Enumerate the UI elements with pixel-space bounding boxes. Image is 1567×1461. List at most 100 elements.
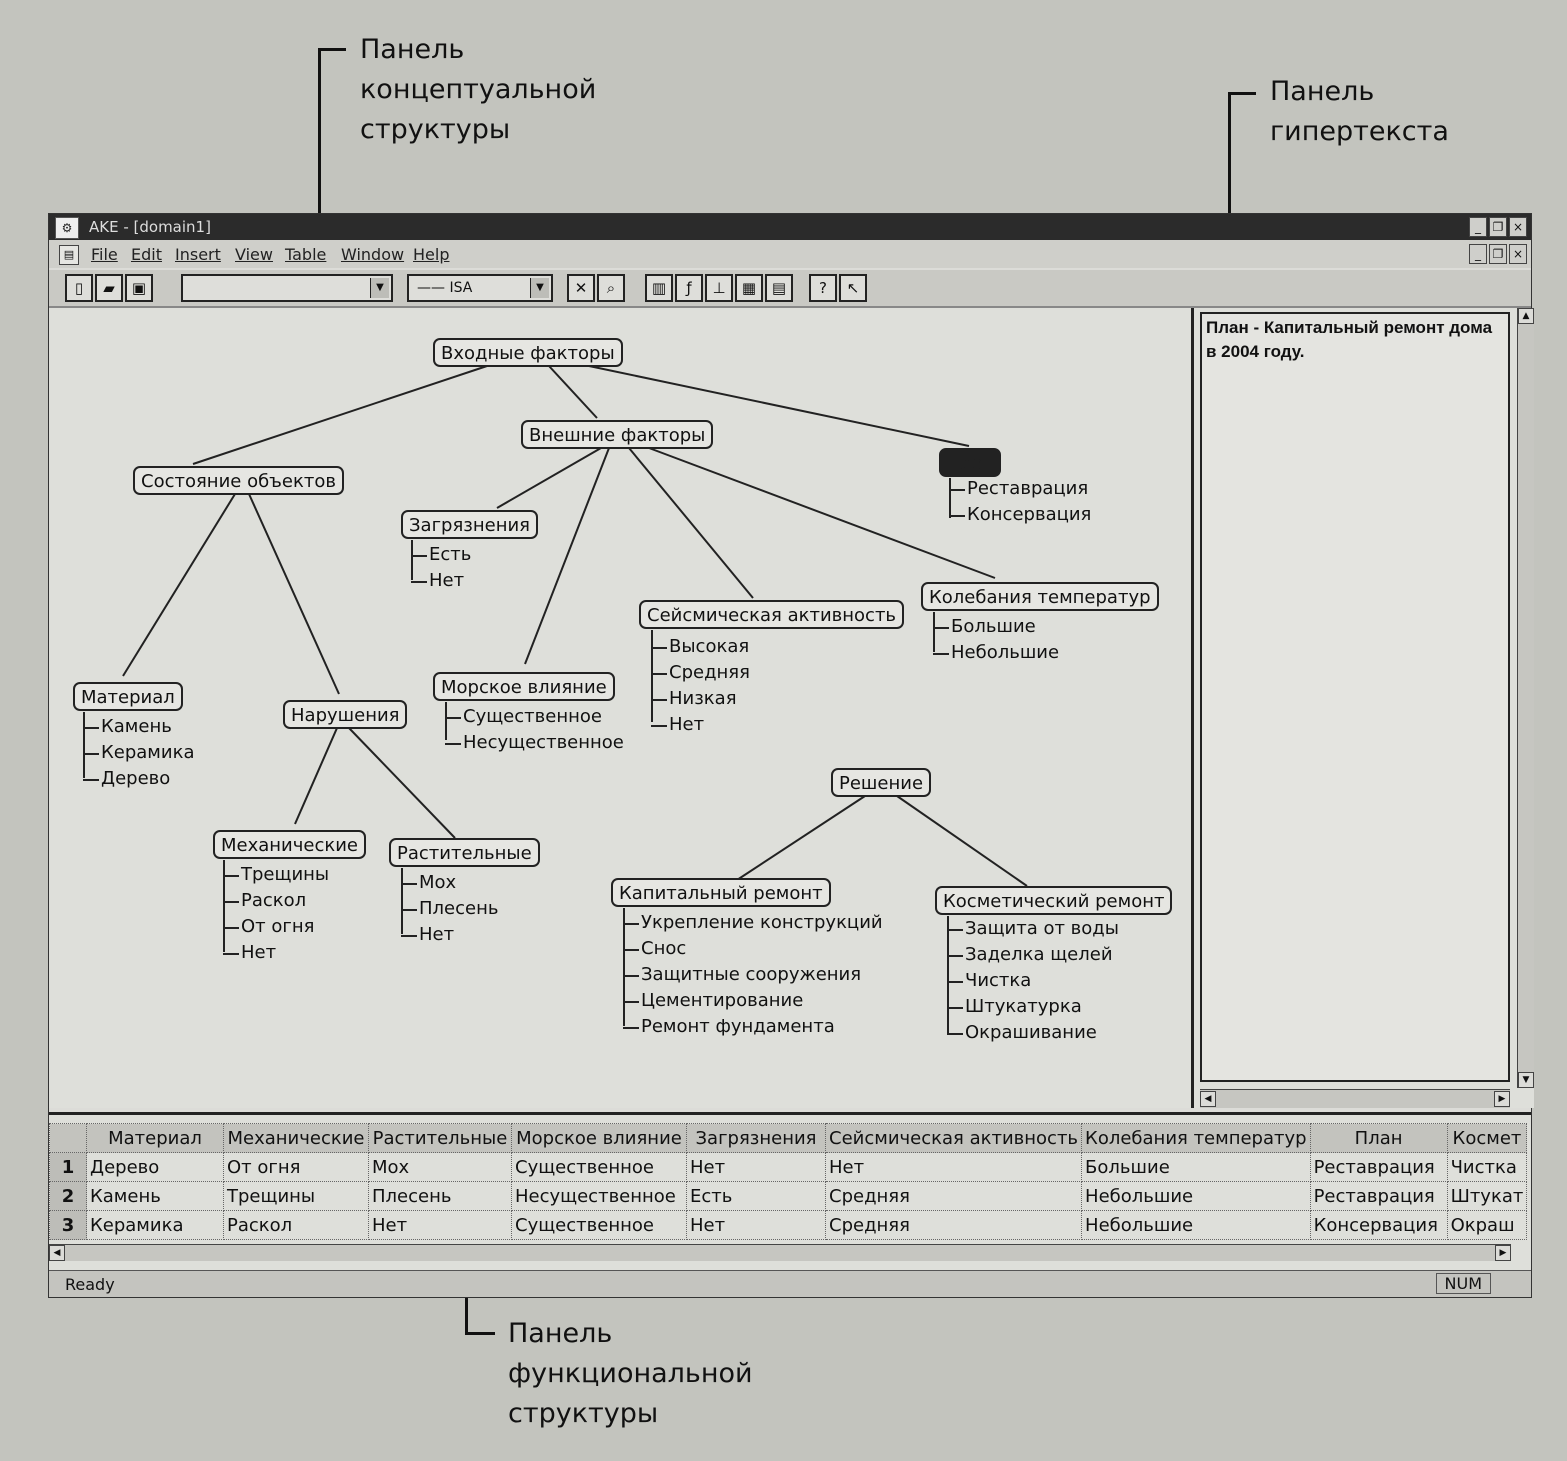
value-marine-significant[interactable]: Существенное	[445, 704, 602, 730]
table-cell[interactable]: Консервация	[1309, 1210, 1448, 1240]
value-material-stone[interactable]: Камень	[83, 714, 172, 740]
open-folder-icon[interactable]: ▰	[95, 274, 123, 302]
table-cell[interactable]: Камень	[86, 1181, 224, 1211]
scroll-left-icon[interactable]: ◀	[49, 1245, 65, 1261]
concept-node-seismic[interactable]: Сейсмическая активность	[639, 600, 905, 629]
value-capital-demolish[interactable]: Снос	[623, 936, 686, 962]
menu-edit[interactable]: Edit	[131, 245, 162, 264]
node-combo[interactable]: ▼	[181, 274, 393, 302]
table-cell[interactable]: Существенное	[511, 1152, 687, 1182]
value-pollution-yes[interactable]: Есть	[411, 542, 471, 568]
book-icon[interactable]: ▥	[645, 274, 673, 302]
table-cell[interactable]: Средняя	[824, 1181, 1083, 1211]
menu-window[interactable]: Window	[341, 245, 405, 264]
relation-combo[interactable]: —— ISA ▼	[407, 274, 553, 302]
close-icon[interactable]: ×	[1509, 217, 1527, 237]
column-header[interactable]: Сейсмическая активность	[824, 1123, 1083, 1153]
table-row[interactable]: 2 Камень Трещины Плесень Несущественное …	[49, 1181, 1528, 1211]
table-cell[interactable]: Окраш	[1446, 1210, 1528, 1240]
scroll-down-icon[interactable]: ▼	[1518, 1072, 1534, 1088]
table-cell[interactable]: Нет	[686, 1152, 826, 1182]
scroll-right-icon[interactable]: ▶	[1495, 1245, 1511, 1261]
new-file-icon[interactable]: ▯	[65, 274, 93, 302]
table-cell[interactable]: Небольшие	[1081, 1181, 1311, 1211]
concept-node-capital-repair[interactable]: Капитальный ремонт	[611, 878, 831, 907]
table-cell[interactable]: Трещины	[223, 1181, 369, 1211]
concept-node-pollution[interactable]: Загрязнения	[401, 510, 538, 539]
value-cosmetic-plaster[interactable]: Штукатурка	[947, 994, 1082, 1020]
concept-node-decision[interactable]: Решение	[831, 768, 932, 797]
value-plant-moss[interactable]: Мох	[401, 870, 456, 896]
doc-restore-icon[interactable]: ❐	[1489, 244, 1507, 264]
menu-table[interactable]: Table	[285, 245, 327, 264]
value-capital-reinforce[interactable]: Укрепление конструкций	[623, 910, 883, 936]
find-icon[interactable]: ⌕	[597, 274, 625, 302]
column-header[interactable]: Растительные	[368, 1123, 512, 1153]
table-icon[interactable]: ▤	[765, 274, 793, 302]
cut-icon[interactable]: ✕	[567, 274, 595, 302]
value-mechanical-split[interactable]: Раскол	[223, 888, 306, 914]
table-cell[interactable]: Реставрация	[1309, 1152, 1448, 1182]
concept-node-cosmetic-repair[interactable]: Косметический ремонт	[935, 886, 1173, 915]
column-header[interactable]: Механические	[223, 1123, 369, 1153]
minimize-icon[interactable]: _	[1469, 217, 1487, 237]
doc-minimize-icon[interactable]: _	[1469, 244, 1487, 264]
column-header[interactable]: Морское влияние	[511, 1123, 687, 1153]
table-cell[interactable]: Несущественное	[511, 1181, 687, 1211]
table-cell[interactable]: Мох	[368, 1152, 512, 1182]
save-icon[interactable]: ▣	[125, 274, 153, 302]
value-material-wood[interactable]: Дерево	[83, 766, 170, 792]
column-header[interactable]: Материал	[86, 1123, 224, 1153]
concept-node-plant[interactable]: Растительные	[389, 838, 540, 867]
table-cell[interactable]: Нет	[368, 1210, 512, 1240]
table-horizontal-scrollbar[interactable]: ◀ ▶	[49, 1244, 1511, 1261]
scroll-left-icon[interactable]: ◀	[1200, 1091, 1216, 1107]
value-capital-foundation[interactable]: Ремонт фундамента	[623, 1014, 835, 1040]
table-row[interactable]: 3 Керамика Раскол Нет Существенное Нет С…	[49, 1210, 1528, 1240]
value-plan-restoration[interactable]: Реставрация	[949, 476, 1088, 502]
value-temperature-small[interactable]: Небольшие	[933, 640, 1059, 666]
concept-node-input-factors[interactable]: Входные факторы	[433, 338, 623, 367]
row-number[interactable]: 1	[49, 1152, 87, 1182]
hypertext-content[interactable]: План - Капитальный ремонт дома в 2004 го…	[1200, 312, 1510, 1082]
column-header[interactable]: Колебания температур	[1081, 1123, 1311, 1153]
table-cell[interactable]: Есть	[686, 1181, 826, 1211]
table-cell[interactable]: Плесень	[368, 1181, 512, 1211]
value-plan-conservation[interactable]: Консервация	[949, 502, 1091, 528]
chevron-down-icon[interactable]: ▼	[530, 278, 549, 298]
table-cell[interactable]: Большие	[1081, 1152, 1311, 1182]
concept-node-object-state[interactable]: Состояние объектов	[133, 466, 344, 495]
row-number[interactable]: 3	[49, 1210, 87, 1240]
value-seismic-low[interactable]: Низкая	[651, 686, 737, 712]
value-capital-protective[interactable]: Защитные сооружения	[623, 962, 861, 988]
table-cell[interactable]: От огня	[223, 1152, 369, 1182]
table-cell[interactable]: Дерево	[86, 1152, 224, 1182]
value-plant-none[interactable]: Нет	[401, 922, 454, 948]
document-icon[interactable]: ▤	[59, 245, 79, 265]
row-number[interactable]: 2	[49, 1181, 87, 1211]
value-mechanical-fire[interactable]: От огня	[223, 914, 314, 940]
value-pollution-no[interactable]: Нет	[411, 568, 464, 594]
help-question-icon[interactable]: ?	[809, 274, 837, 302]
concept-node-material[interactable]: Материал	[73, 682, 183, 711]
help-pointer-icon[interactable]: ↖	[839, 274, 867, 302]
value-cosmetic-painting[interactable]: Окрашивание	[947, 1020, 1097, 1046]
table-cell[interactable]: Средняя	[824, 1210, 1083, 1240]
value-mechanical-none[interactable]: Нет	[223, 940, 276, 966]
menu-insert[interactable]: Insert	[175, 245, 221, 264]
doc-close-icon[interactable]: ×	[1509, 244, 1527, 264]
value-mechanical-cracks[interactable]: Трещины	[223, 862, 329, 888]
value-capital-cementing[interactable]: Цементирование	[623, 988, 803, 1014]
column-header[interactable]: Космет	[1446, 1123, 1528, 1153]
table-cell[interactable]: Нет	[686, 1210, 826, 1240]
value-marine-insignificant[interactable]: Несущественное	[445, 730, 624, 756]
table-cell[interactable]: Нет	[824, 1152, 1083, 1182]
menu-file[interactable]: File	[91, 245, 118, 264]
hypertext-horizontal-scrollbar[interactable]: ◀ ▶	[1200, 1089, 1510, 1108]
concept-node-mechanical[interactable]: Механические	[213, 830, 367, 859]
scroll-up-icon[interactable]: ▲	[1518, 308, 1534, 324]
table-cell[interactable]: Чистка	[1446, 1152, 1528, 1182]
menu-help[interactable]: Help	[413, 245, 450, 264]
formula-icon[interactable]: ƒ	[675, 274, 703, 302]
value-cosmetic-gaps[interactable]: Заделка щелей	[947, 942, 1113, 968]
